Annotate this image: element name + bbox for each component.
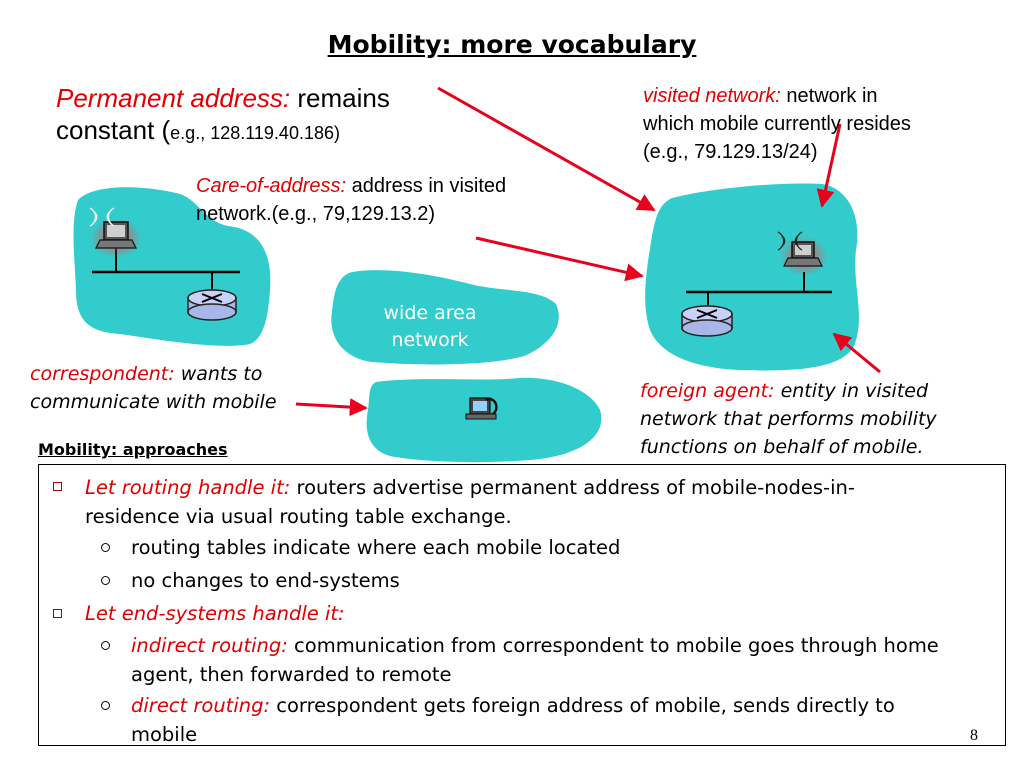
- visited-network-label: visited network: network in which mobile…: [643, 85, 911, 163]
- laptop-icon: [90, 218, 142, 258]
- correspondent-network-cloud: [366, 377, 602, 463]
- square-bullet-icon: [53, 609, 62, 618]
- care-of-address-arrow: [475, 236, 644, 282]
- circle-bullet-icon: [101, 701, 110, 710]
- visited-network-cloud: [645, 183, 859, 371]
- correspondent-arrow: [295, 398, 368, 417]
- correspondent-label: correspondent: wants to communicate with…: [30, 363, 277, 413]
- page-number: 8: [970, 727, 978, 744]
- bullet-end-systems: Let end-systems handle it:: [85, 602, 345, 625]
- wide-area-network-cloud: [331, 270, 559, 365]
- wireless-signal-icon: [89, 207, 115, 227]
- desktop-computer-icon: [465, 397, 498, 420]
- circle-bullet-icon: [101, 576, 110, 585]
- approaches-heading: Mobility: approaches: [38, 440, 228, 459]
- laptop-icon: [780, 236, 828, 276]
- sub-bullet-routing-tables: routing tables indicate where each mobil…: [131, 536, 621, 559]
- permanent-address-arrow: [437, 86, 656, 212]
- router-icon: [681, 305, 733, 337]
- circle-bullet-icon: [101, 543, 110, 552]
- bullet-routing: Let routing handle it: routers advertise…: [85, 476, 855, 528]
- page-title: Mobility: more vocabulary: [327, 30, 697, 59]
- sub-bullet-direct-routing: direct routing: correspondent gets forei…: [131, 694, 895, 746]
- foreign-agent-arrow: [832, 332, 881, 374]
- wireless-signal-icon: [777, 231, 803, 251]
- sub-bullet-no-changes: no changes to end-systems: [131, 569, 400, 592]
- sub-bullet-indirect-routing: indirect routing: communication from cor…: [131, 634, 939, 686]
- permanent-address-label: Permanent address: remains constant (e.g…: [56, 83, 390, 145]
- circle-bullet-icon: [101, 641, 110, 650]
- router-icon: [187, 289, 237, 321]
- visited-network-arrow: [816, 123, 842, 208]
- care-of-address-label: Care-of-address: address in visited netw…: [196, 175, 507, 225]
- approaches-box: Let routing handle it: routers advertise…: [38, 464, 1006, 746]
- foreign-agent-label: foreign agent: entity in visited network…: [640, 380, 937, 458]
- square-bullet-icon: [53, 482, 62, 491]
